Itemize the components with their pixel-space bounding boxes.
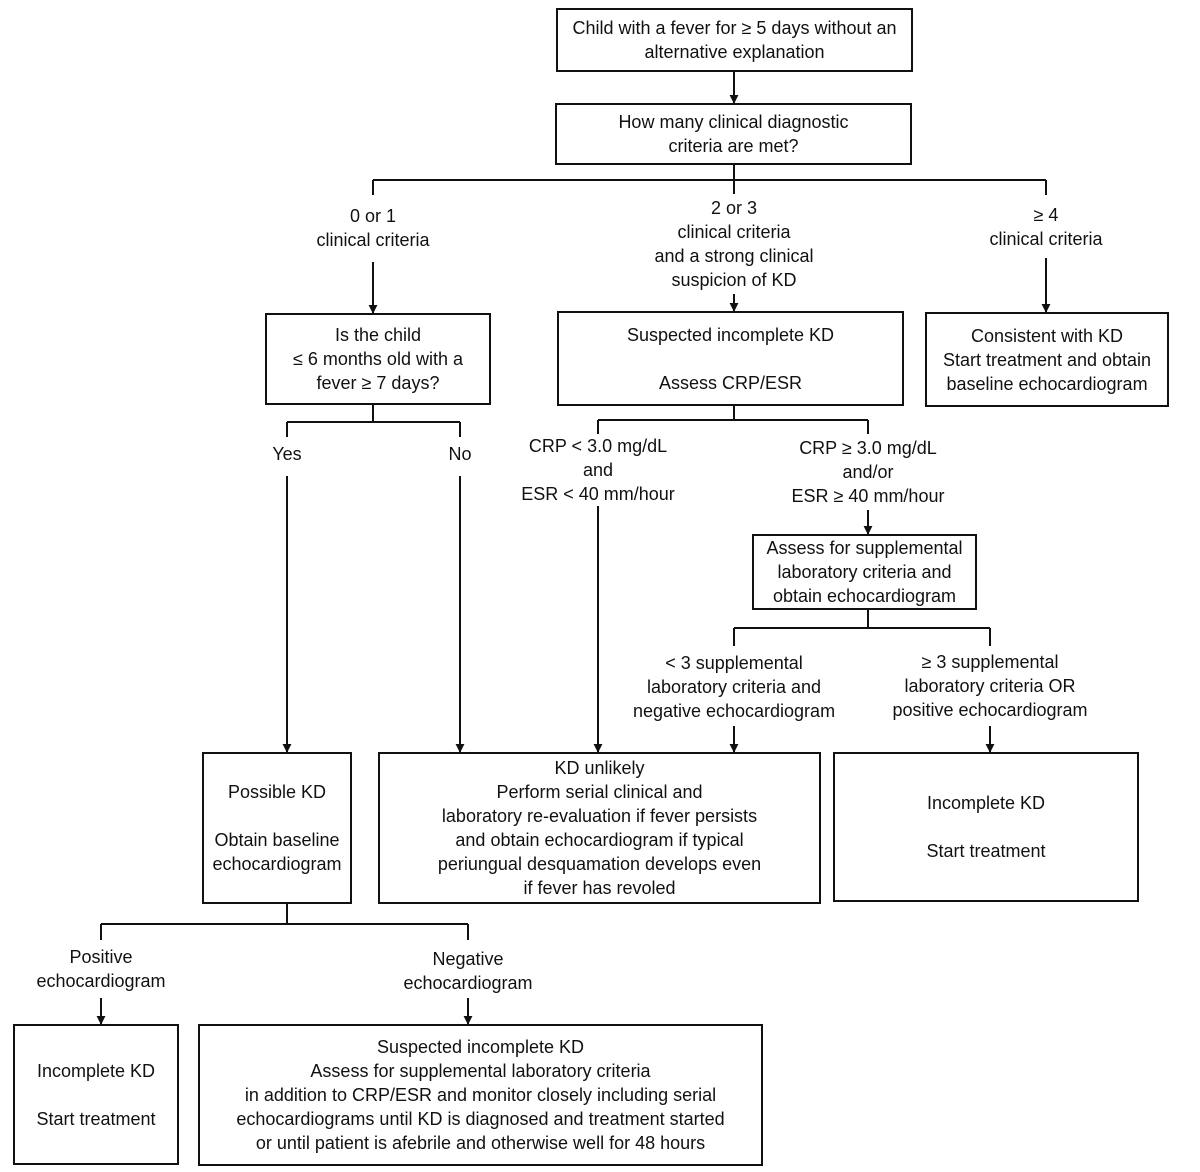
label-crp-high-line-2: and/or	[842, 462, 894, 482]
label-yes-text: Yes	[272, 444, 302, 464]
label-negative-echo-line-2: echocardiogram	[403, 973, 533, 993]
age-question-line-1: Is the child	[334, 325, 422, 345]
age-question-box: Is the child ≤ 6 months old with a fever…	[265, 313, 491, 405]
suspected-monitor-line-3: in addition to CRP/ESR and monitor close…	[244, 1085, 717, 1105]
label-crp-low-line-3: ESR < 40 mm/hour	[521, 484, 675, 504]
label-ge3-supplemental: ≥ 3 supplemental laboratory criteria OR …	[880, 650, 1100, 722]
criteria-question-box: How many clinical diagnostic criteria ar…	[555, 103, 912, 165]
assess-supplemental-line-3: obtain echocardiogram	[772, 586, 957, 606]
assess-supplemental-line-1: Assess for supplemental	[766, 538, 963, 558]
label-two-three-line-2: clinical criteria	[677, 222, 791, 242]
label-ge3-line-1: ≥ 3 supplemental	[921, 652, 1059, 672]
criteria-question-line-2: criteria are met?	[668, 136, 799, 156]
incomplete-kd-right-action: Start treatment	[926, 841, 1046, 861]
suspected-monitor-line-4: echocardiograms until KD is diagnosed an…	[236, 1109, 725, 1129]
kd-unlikely-line-4: and obtain echocardiogram if typical	[455, 830, 744, 850]
label-zero-one-line-1: 0 or 1	[349, 206, 397, 226]
label-crp-low-line-2: and	[582, 460, 614, 480]
label-two-three-line-4: suspicion of KD	[671, 270, 797, 290]
label-positive-echo-line-2: echocardiogram	[36, 971, 166, 991]
incomplete-kd-right-title: Incomplete KD	[926, 793, 1046, 813]
label-crp-high: CRP ≥ 3.0 mg/dL and/or ESR ≥ 40 mm/hour	[778, 436, 958, 508]
label-yes: Yes	[257, 442, 317, 466]
criteria-question-line-1: How many clinical diagnostic	[618, 112, 849, 132]
possible-kd-title: Possible KD	[227, 782, 327, 802]
kd-unlikely-line-6: if fever has revoled	[523, 878, 676, 898]
label-positive-echo-line-1: Positive	[69, 947, 133, 967]
consistent-kd-line-3: baseline echocardiogram	[946, 373, 1148, 394]
label-four-plus-line-1: ≥ 4	[1033, 205, 1059, 225]
label-zero-one-line-2: clinical criteria	[316, 230, 430, 250]
kd-unlikely-line-3: laboratory re-evaluation if fever persis…	[441, 806, 758, 826]
suspected-monitor-line-1: Suspected incomplete KD	[376, 1037, 585, 1057]
label-ge3-line-2: laboratory criteria OR	[904, 676, 1076, 696]
label-crp-low-line-1: CRP < 3.0 mg/dL	[528, 436, 668, 456]
possible-kd-action-2: echocardiogram	[212, 854, 342, 874]
assess-supplemental-box: Assess for supplemental laboratory crite…	[752, 534, 977, 610]
start-box-line-2: alternative explanation	[644, 42, 825, 62]
start-box: Child with a fever for ≥ 5 days without …	[556, 8, 913, 72]
label-crp-high-line-1: CRP ≥ 3.0 mg/dL	[799, 438, 937, 458]
label-negative-echo-line-1: Negative	[432, 949, 504, 969]
incomplete-kd-left-action: Start treatment	[36, 1108, 156, 1129]
label-lt3-line-2: laboratory criteria and	[646, 677, 822, 697]
label-no-text: No	[448, 444, 472, 464]
age-question-line-2: ≤ 6 months old with a	[293, 349, 463, 369]
possible-kd-action-1: Obtain baseline	[214, 830, 340, 850]
consistent-kd-line-2: Start treatment and obtain	[942, 349, 1152, 370]
suspected-monitor-line-5: or until patient is afebrile and otherwi…	[255, 1133, 706, 1153]
label-two-three-line-3: and a strong clinical	[654, 246, 814, 266]
assess-supplemental-line-2: laboratory criteria and	[777, 562, 952, 582]
label-negative-echo: Negative echocardiogram	[388, 947, 548, 995]
possible-kd-box: Possible KD Obtain baseline echocardiogr…	[202, 752, 352, 904]
kd-unlikely-box: KD unlikely Perform serial clinical and …	[378, 752, 821, 904]
suspected-monitor-box: Suspected incomplete KD Assess for suppl…	[198, 1024, 763, 1166]
kd-unlikely-line-1: KD unlikely	[554, 758, 645, 778]
label-crp-high-line-3: ESR ≥ 40 mm/hour	[791, 486, 945, 506]
label-two-three-criteria: 2 or 3 clinical criteria and a strong cl…	[634, 196, 834, 292]
label-no: No	[437, 442, 483, 466]
suspected-incomplete-box: Suspected incomplete KD Assess CRP/ESR	[557, 311, 904, 406]
label-two-three-line-1: 2 or 3	[710, 198, 758, 218]
suspected-incomplete-action: Assess CRP/ESR	[658, 372, 803, 393]
label-zero-one-criteria: 0 or 1 clinical criteria	[293, 204, 453, 252]
age-question-line-3: fever ≥ 7 days?	[316, 373, 440, 393]
incomplete-kd-left-box: Incomplete KD Start treatment	[13, 1024, 179, 1165]
label-four-plus-criteria: ≥ 4 clinical criteria	[966, 203, 1126, 251]
label-lt3-line-3: negative echocardiogram	[632, 701, 836, 721]
incomplete-kd-left-title: Incomplete KD	[36, 1060, 156, 1081]
kd-unlikely-line-2: Perform serial clinical and	[496, 782, 703, 802]
start-box-line-1: Child with a fever for ≥ 5 days without …	[572, 18, 897, 38]
label-positive-echo: Positive echocardiogram	[21, 945, 181, 993]
suspected-monitor-line-2: Assess for supplemental laboratory crite…	[310, 1061, 651, 1081]
suspected-incomplete-title: Suspected incomplete KD	[626, 324, 835, 345]
incomplete-kd-right-box: Incomplete KD Start treatment	[833, 752, 1139, 902]
label-lt3-line-1: < 3 supplemental	[665, 653, 803, 673]
label-crp-low: CRP < 3.0 mg/dL and ESR < 40 mm/hour	[513, 434, 683, 506]
kd-unlikely-line-5: periungual desquamation develops even	[437, 854, 762, 874]
label-lt3-supplemental: < 3 supplemental laboratory criteria and…	[619, 651, 849, 723]
consistent-kd-box: Consistent with KD Start treatment and o…	[925, 312, 1169, 407]
label-four-plus-line-2: clinical criteria	[989, 229, 1103, 249]
label-ge3-line-3: positive echocardiogram	[892, 700, 1088, 720]
consistent-kd-line-1: Consistent with KD	[970, 325, 1124, 346]
